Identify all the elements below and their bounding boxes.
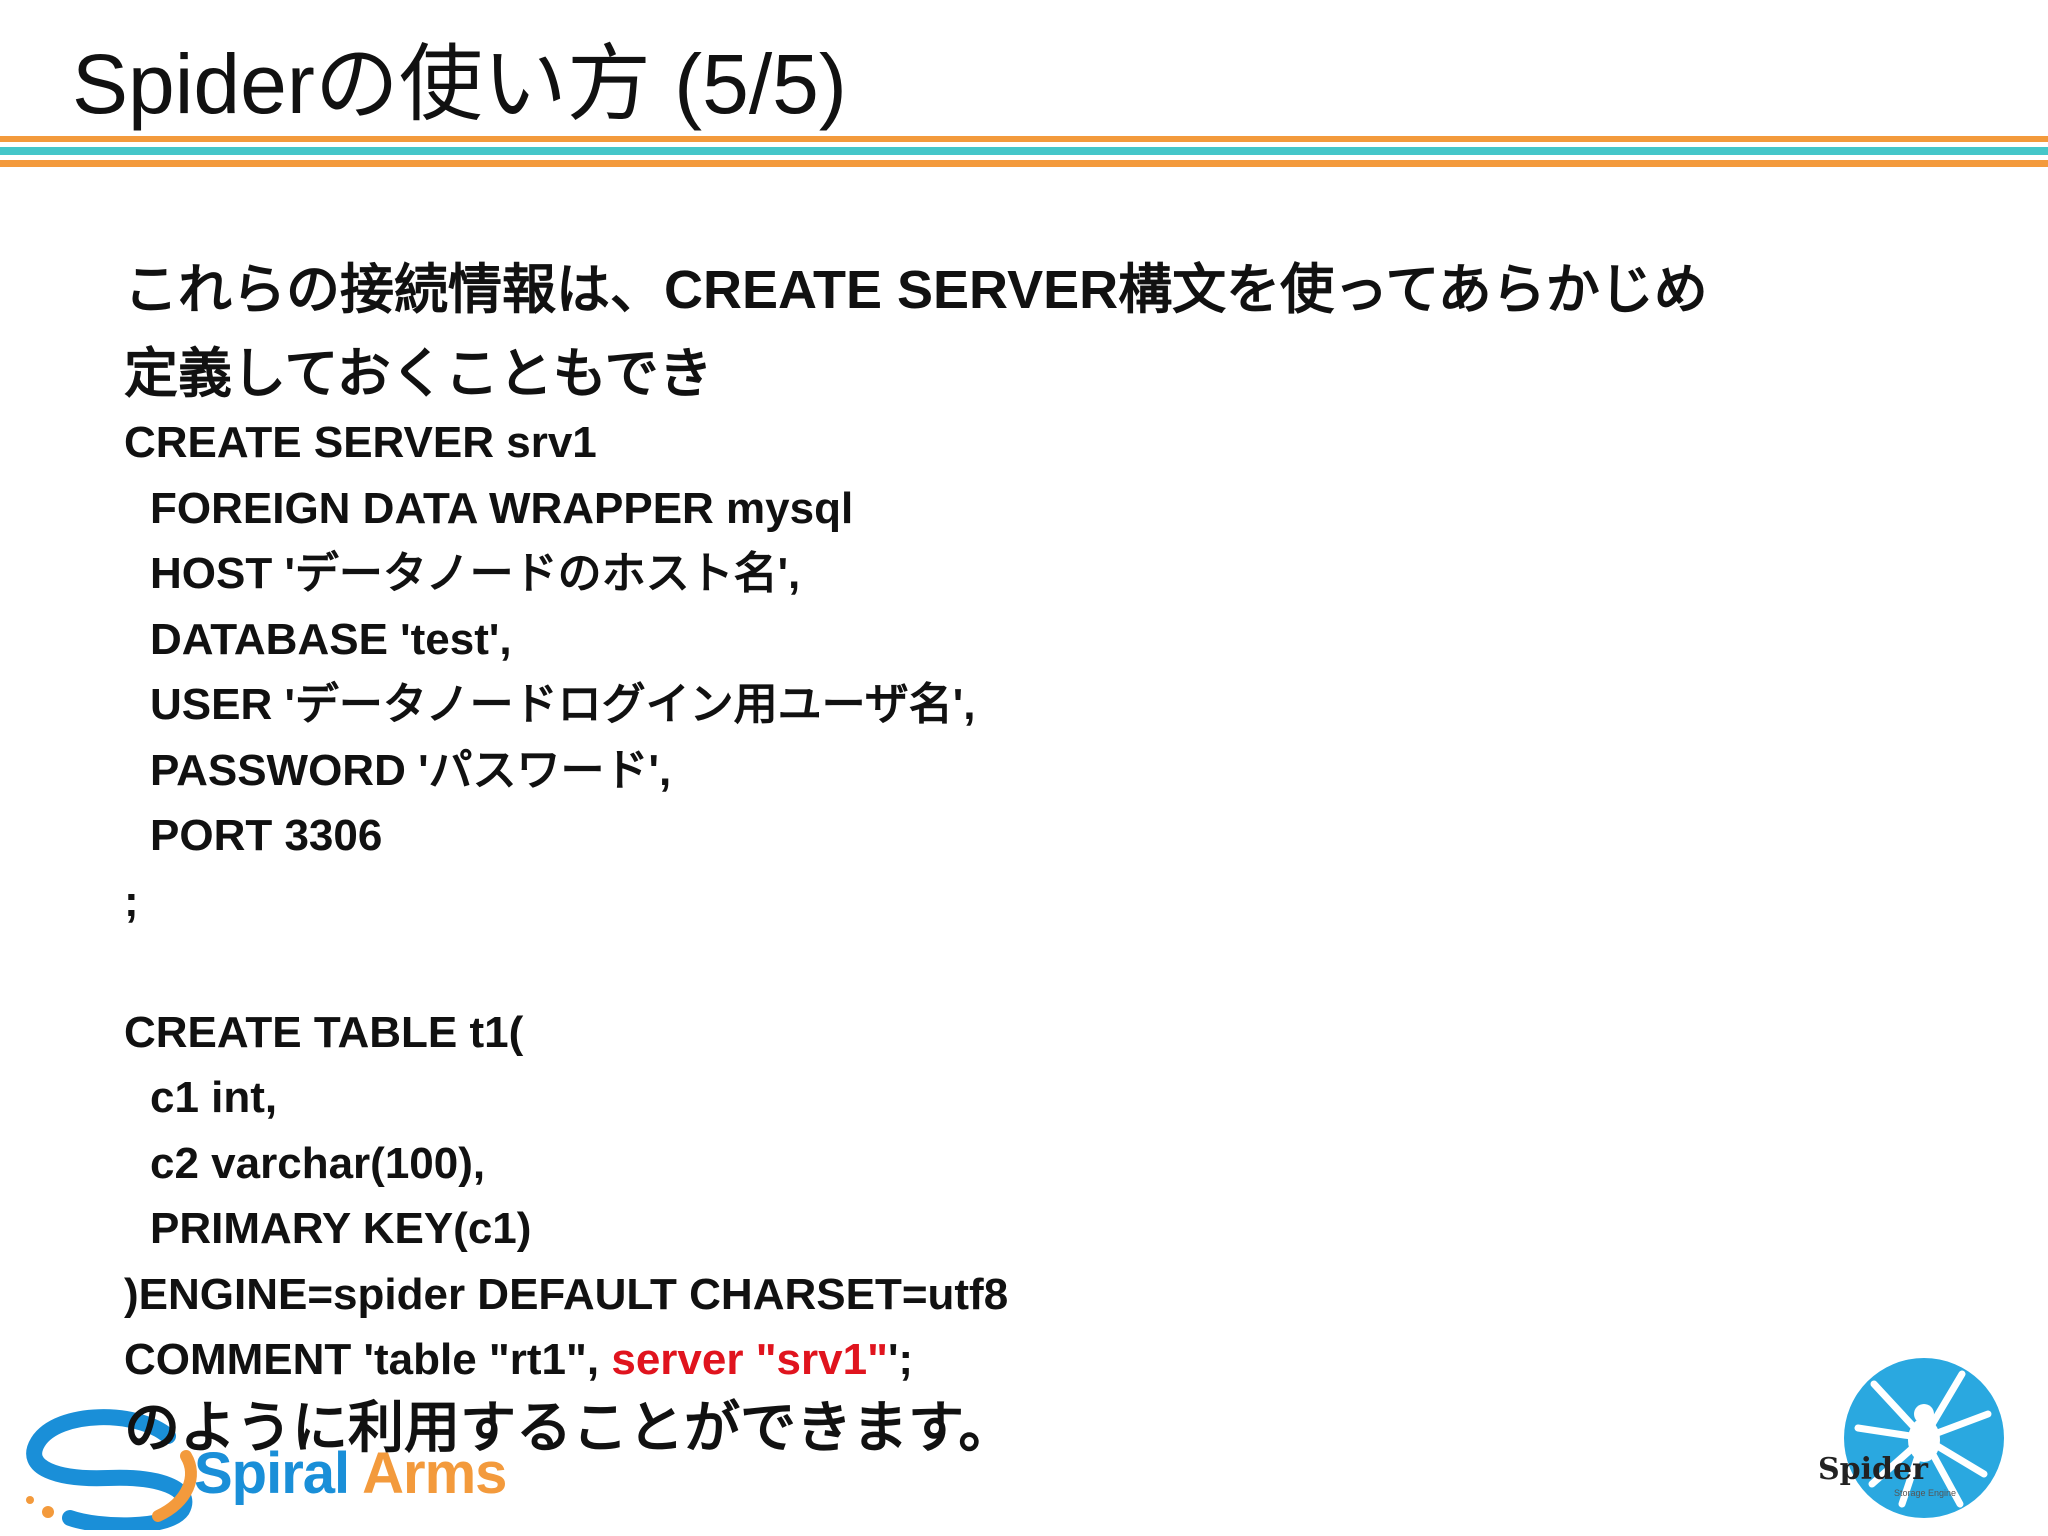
title-rule-teal <box>0 147 2048 155</box>
code-line: PORT 3306 <box>150 811 383 860</box>
comment-suffix: '; <box>887 1335 914 1384</box>
wordmark-arms: Arms <box>349 1441 507 1506</box>
intro-text: これらの接続情報は、CREATE SERVER構文を使ってあらかじめ 定義してお… <box>124 248 1708 416</box>
outro-text: のように利用することができます。 <box>124 1396 1015 1459</box>
code-line-comment: COMMENT 'table "rt1", server "srv1"'; <box>124 1327 1008 1393</box>
code-line-blank <box>124 934 1008 1000</box>
code-line: PRIMARY KEY(c1) <box>150 1204 532 1253</box>
code-line: FOREIGN DATA WRAPPER mysql <box>150 483 854 533</box>
slide-title: Spiderの使い方 (5/5) <box>72 37 847 131</box>
code-line: ; <box>124 876 139 926</box>
comment-prefix: COMMENT 'table "rt1", <box>124 1335 612 1384</box>
code-line: )ENGINE=spider DEFAULT CHARSET=utf8 <box>124 1269 1009 1319</box>
code-line: DATABASE 'test', <box>150 614 512 664</box>
code-block: CREATE SERVER srv1 FOREIGN DATA WRAPPER … <box>124 410 1008 1393</box>
title-rule-orange-top <box>0 136 2048 142</box>
spider-logo-icon <box>1844 1358 2004 1518</box>
intro-line-2: 定義しておくこともでき <box>124 344 713 404</box>
code-line: c1 int, <box>150 1073 278 1122</box>
code-line: HOST 'データノードのホスト名', <box>150 549 801 598</box>
wordmark-spiral: Spiral <box>194 1441 350 1506</box>
intro-line-1: これらの接続情報は、CREATE SERVER構文を使ってあらかじめ <box>124 260 1708 320</box>
title-rule-orange-bottom <box>0 160 2048 167</box>
spider-logo-text: Spider <box>1818 1452 1928 1487</box>
code-line: CREATE TABLE t1( <box>124 1007 524 1057</box>
spiral-arms-logo-icon <box>26 1409 197 1530</box>
comment-server-highlight: server "srv1" <box>611 1335 888 1384</box>
code-line: c2 varchar(100), <box>150 1138 486 1188</box>
code-line: USER 'データノードログイン用ユーザ名', <box>150 680 976 729</box>
spiral-arms-wordmark: Spiral Arms <box>194 1440 507 1507</box>
spider-logo-subtext: Storage Engine <box>1894 1488 1957 1498</box>
code-line: CREATE SERVER srv1 <box>124 418 597 467</box>
code-line: PASSWORD 'パスワード', <box>150 745 672 795</box>
